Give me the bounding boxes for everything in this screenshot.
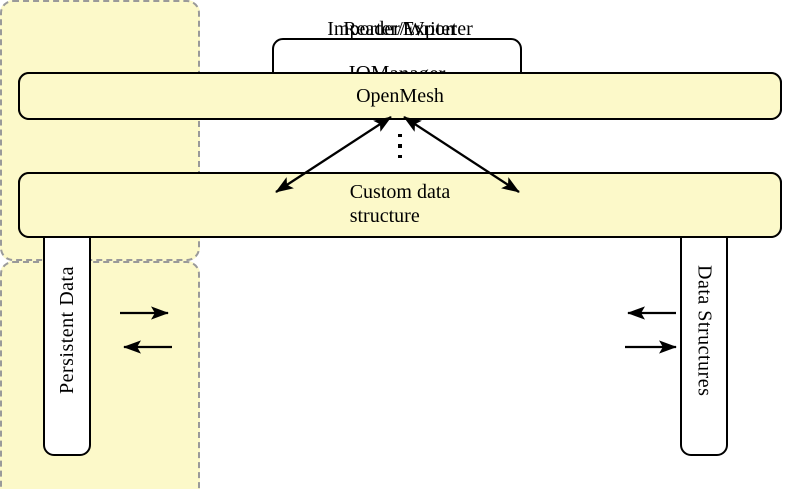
node-data-structures: Data Structures (680, 205, 728, 456)
node-data-structures-label: Data Structures (693, 264, 716, 397)
item-custom-data-structure-line1: Custom data (349, 181, 451, 204)
group-reader-writer-title: Reader/Writer (343, 18, 457, 40)
item-custom-data-structure-label: Custom data structure (350, 181, 451, 228)
ellipsis-importer-exporter (0, 128, 800, 164)
vertical-ellipsis-icon (398, 133, 402, 159)
node-persistent-data: Persistent Data (43, 205, 91, 456)
group-importer-exporter-title: Importer/Exporter (327, 18, 473, 40)
item-openmesh-label: OpenMesh (356, 84, 444, 107)
item-custom-data-structure-line2: structure (349, 205, 420, 227)
group-importer-exporter: Importer/Exporter OpenMesh Custom data s… (0, 18, 782, 489)
node-persistent-data-label: Persistent Data (55, 266, 78, 395)
item-openmesh: OpenMesh (18, 72, 782, 120)
item-custom-data-structure: Custom data structure (18, 172, 782, 238)
